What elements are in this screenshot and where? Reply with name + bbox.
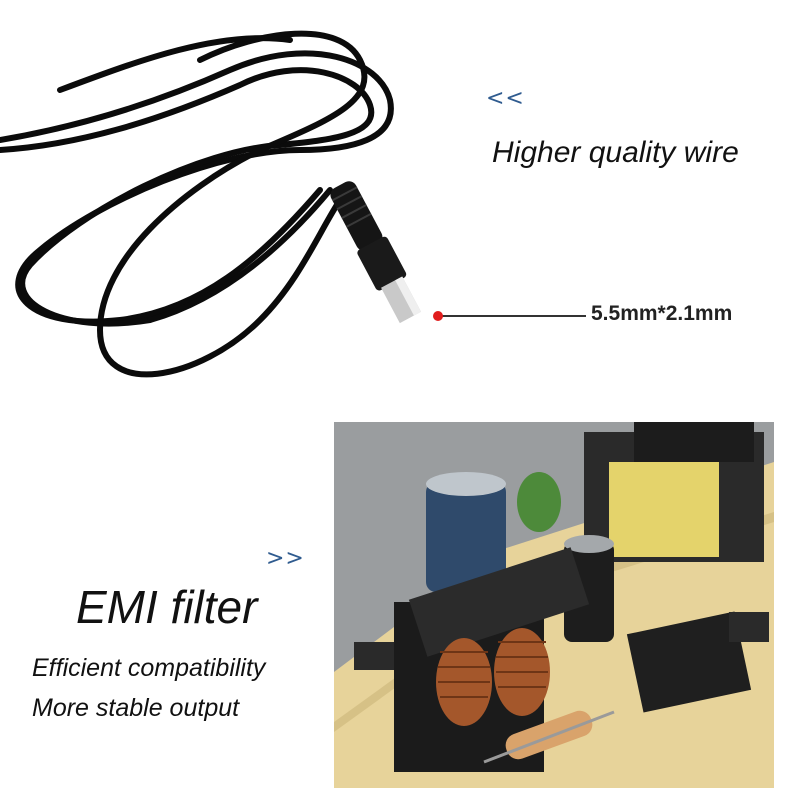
emi-title: EMI filter <box>76 581 258 633</box>
feature-item: Efficient compatibility <box>32 654 266 682</box>
feature-item: More stable output <box>32 694 240 722</box>
emi-board-image <box>334 422 774 788</box>
connector-pointer <box>433 311 586 321</box>
chevron-right-icon: >> <box>266 546 305 571</box>
pointer-dot <box>433 311 443 321</box>
chevron-left-icon: << <box>486 86 525 111</box>
dc-cable-image <box>0 30 422 378</box>
connector-size-label: 5.5mm*2.1mm <box>591 302 733 325</box>
wire-caption: Higher quality wire <box>492 136 739 169</box>
